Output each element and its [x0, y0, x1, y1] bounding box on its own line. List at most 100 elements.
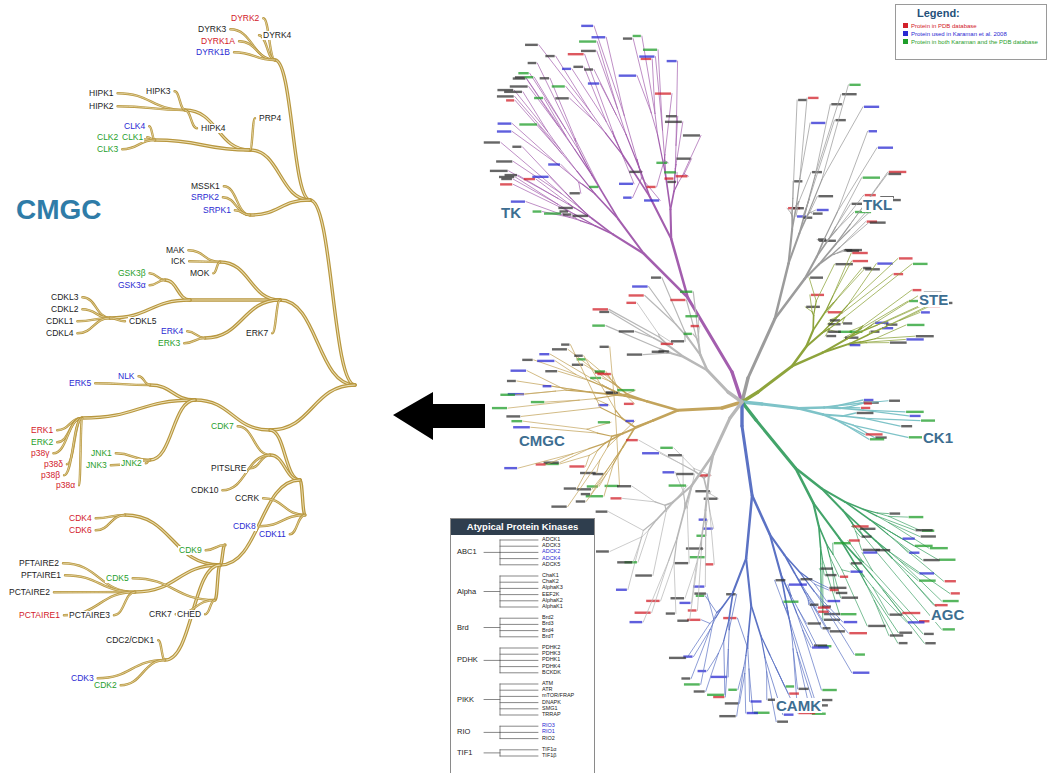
kinase-mark — [574, 355, 583, 357]
family-name: PDHK — [456, 656, 479, 664]
tree-branch-highlight — [118, 106, 185, 110]
tree-branch — [866, 585, 874, 601]
tree-branch — [888, 534, 900, 545]
tree-branch — [810, 212, 811, 213]
tree-branch — [110, 318, 125, 321]
tree-branch — [534, 77, 565, 129]
tree-branch — [521, 407, 600, 416]
kinase-name: RIO3 — [541, 723, 556, 729]
tree-branch — [275, 60, 310, 200]
kinase-mark — [617, 389, 634, 391]
dendrogram-line — [500, 552, 538, 553]
dendrogram-line — [484, 591, 500, 592]
tree-branch — [280, 300, 355, 385]
kinase-mark — [719, 715, 735, 717]
kinase-mark — [525, 44, 538, 46]
kinase-mark — [619, 330, 634, 332]
kinase-mark — [863, 549, 880, 551]
tree-branch — [632, 486, 655, 502]
legend-swatch — [903, 39, 908, 44]
kinase-mark — [589, 186, 598, 188]
kinase-name: PDHK3 — [541, 651, 561, 657]
tree-branch — [655, 113, 658, 134]
tree-branch — [850, 335, 868, 343]
kinase-mark — [524, 178, 535, 180]
kinase-mark — [694, 690, 705, 692]
kinase-name: DNAPK — [541, 700, 562, 706]
kinase-mark — [562, 68, 571, 70]
kinase-name: ChaK2 — [541, 579, 560, 585]
tree-branch — [270, 385, 355, 430]
kinase-mark — [696, 595, 704, 597]
kinase-name: DYRK4 — [262, 31, 292, 40]
kinase-mark — [939, 559, 955, 561]
kinase-name: CDKL1 — [45, 317, 74, 326]
tree-branch — [693, 292, 698, 336]
kinase-mark — [552, 348, 567, 350]
kinase-mark — [853, 260, 868, 262]
kinase-name: PFTAIRE2 — [18, 559, 60, 568]
tree-branch — [571, 198, 579, 206]
tree-branch — [792, 631, 794, 649]
kinase-mark — [851, 562, 862, 564]
kinase-mark — [861, 407, 870, 409]
kinase-name: ERK4 — [160, 327, 184, 336]
tree-branch — [800, 98, 807, 179]
kinase-name: SRPK1 — [202, 206, 232, 215]
tree-branch — [560, 148, 578, 171]
kinase-mark — [890, 634, 903, 636]
kinase-mark — [834, 542, 851, 544]
tree-branch — [77, 318, 110, 333]
tree-branch — [678, 408, 722, 410]
tree-trunk — [728, 392, 742, 402]
tree-branch — [238, 426, 270, 455]
kinase-mark — [945, 580, 956, 582]
kinase-mark — [680, 602, 691, 604]
kinase-mark — [850, 344, 861, 346]
kinase-mark — [808, 622, 821, 624]
tree-branch — [884, 528, 938, 559]
tree-branch — [133, 578, 215, 600]
legend-box: Legend:Protein in PDB databaseProtein us… — [895, 4, 1047, 60]
kinase-mark — [921, 419, 935, 421]
kinase-mark — [507, 380, 516, 382]
kinase-mark — [829, 587, 846, 589]
tree-branch — [803, 630, 822, 690]
tree-branch — [789, 233, 800, 263]
tree-branch — [728, 630, 730, 650]
tree-branch — [870, 520, 887, 534]
tree-branch — [706, 474, 710, 510]
kinase-mark — [510, 85, 528, 87]
tree-branch — [838, 251, 846, 253]
kinase-mark — [581, 50, 596, 52]
tree-branch — [610, 347, 616, 412]
kinase-mark — [857, 412, 874, 414]
kinase-name: PCTAIRE1 — [18, 611, 61, 620]
tree-branch — [724, 641, 725, 695]
tree-branch — [555, 390, 566, 391]
kinase-name: ERK3 — [157, 339, 181, 348]
kinase-mark — [852, 525, 868, 527]
tree-branch — [698, 336, 700, 345]
legend-entry: Protein used in Karaman et al. 2008 — [903, 30, 1038, 38]
tree-branch — [809, 120, 834, 199]
kinase-name: ADCK4 — [541, 556, 561, 562]
kinase-mark — [899, 631, 912, 633]
tree-branch — [270, 455, 300, 480]
tree-branch — [775, 279, 805, 319]
dendrogram-line — [500, 726, 538, 727]
kinase-mark — [592, 36, 606, 38]
tree-branch — [206, 545, 225, 550]
tree-branch — [775, 580, 790, 621]
tree-branch — [883, 591, 924, 644]
tree-branch — [652, 59, 655, 114]
kinase-mark — [635, 612, 651, 614]
kinase-mark — [497, 130, 511, 132]
tree-branch-highlight — [235, 210, 250, 215]
tree-branch-highlight — [133, 578, 215, 600]
tree-branch-highlight — [188, 250, 220, 262]
legend-text: Protein in PDB database — [911, 23, 977, 29]
tree-branch — [716, 607, 723, 617]
kinase-mark — [623, 37, 632, 39]
tree-branch — [662, 278, 685, 332]
